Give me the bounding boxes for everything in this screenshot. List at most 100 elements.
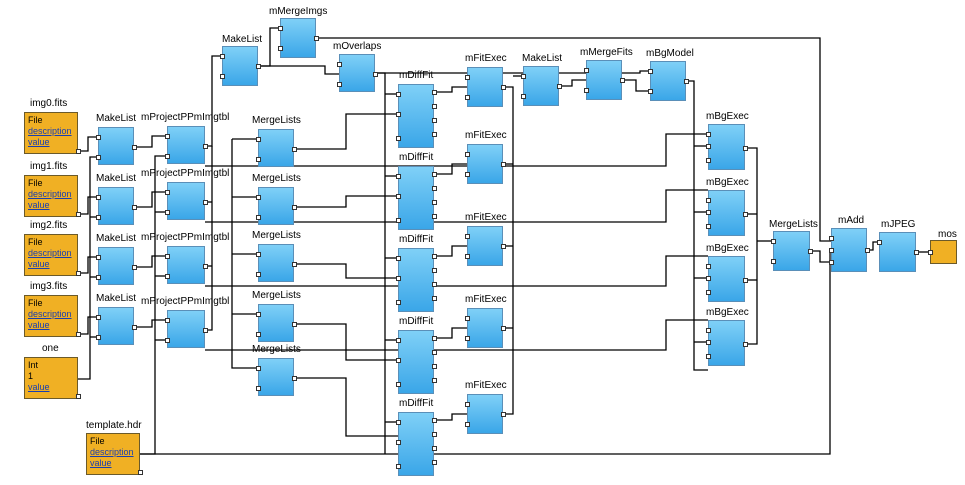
diff-fit-2-out-port[interactable] — [432, 282, 437, 287]
input-template-out-port[interactable] — [138, 470, 143, 475]
input-img3-description[interactable]: description — [28, 309, 72, 319]
diff-fit-3-out-port[interactable] — [432, 336, 437, 341]
make-list-3-out-port[interactable] — [132, 325, 137, 330]
make-list-2-in-port[interactable] — [96, 255, 101, 260]
diff-fit-2[interactable] — [398, 248, 434, 312]
diff-fit-2-out-port[interactable] — [432, 254, 437, 259]
output-mos[interactable] — [930, 240, 957, 264]
diff-fit-1-in-port[interactable] — [396, 194, 401, 199]
make-list-1-in-port[interactable] — [96, 215, 101, 220]
diff-fit-4-in-port[interactable] — [396, 420, 401, 425]
make-list-2-out-port[interactable] — [132, 265, 137, 270]
make-list-top-out-port[interactable] — [256, 64, 261, 69]
merge-lists-3-in-port[interactable] — [256, 312, 261, 317]
diff-fit-3-in-port[interactable] — [396, 358, 401, 363]
fit-exec-3-out-port[interactable] — [501, 326, 506, 331]
merge-lists-0-in-port[interactable] — [256, 137, 261, 142]
make-list-3-in-port[interactable] — [96, 335, 101, 340]
add-in-port[interactable] — [829, 248, 834, 253]
project-2[interactable] — [167, 246, 205, 284]
fit-exec-4-out-port[interactable] — [501, 412, 506, 417]
merge-lists-1-in-port[interactable] — [256, 215, 261, 220]
overlaps[interactable] — [339, 54, 375, 92]
fit-exec-3-in-port[interactable] — [465, 336, 470, 341]
overlaps-in-port[interactable] — [337, 82, 342, 87]
make-list-fits[interactable] — [523, 66, 559, 106]
bg-exec-0-out-port[interactable] — [743, 146, 748, 151]
diff-fit-2-out-port[interactable] — [432, 268, 437, 273]
merge-lists-1-in-port[interactable] — [256, 195, 261, 200]
project-1-out-port[interactable] — [203, 200, 208, 205]
project-0-in-port[interactable] — [165, 134, 170, 139]
merge-lists-final-out-port[interactable] — [808, 249, 813, 254]
merge-lists-0-out-port[interactable] — [292, 147, 297, 152]
jpeg-out-port[interactable] — [914, 250, 919, 255]
bg-exec-2-in-port[interactable] — [706, 264, 711, 269]
project-3-in-port[interactable] — [165, 338, 170, 343]
make-list-2[interactable] — [98, 247, 134, 285]
make-list-1-out-port[interactable] — [132, 205, 137, 210]
project-2-in-port[interactable] — [165, 254, 170, 259]
merge-lists-1[interactable] — [258, 187, 294, 225]
make-list-1[interactable] — [98, 187, 134, 225]
fit-exec-2-out-port[interactable] — [501, 244, 506, 249]
fit-exec-0-out-port[interactable] — [501, 85, 506, 90]
input-img3-out-port[interactable] — [76, 332, 81, 337]
bg-exec-3[interactable] — [708, 320, 745, 366]
merge-lists-4[interactable] — [258, 358, 294, 396]
jpeg[interactable] — [879, 232, 916, 272]
diff-fit-0-out-port[interactable] — [432, 118, 437, 123]
bg-exec-3-in-port[interactable] — [706, 340, 711, 345]
project-0-out-port[interactable] — [203, 144, 208, 149]
merge-fits-in-port[interactable] — [584, 88, 589, 93]
diff-fit-1-in-port[interactable] — [396, 218, 401, 223]
input-img2-out-port[interactable] — [76, 271, 81, 276]
make-list-fits-in-port[interactable] — [521, 94, 526, 99]
bg-exec-1-out-port[interactable] — [743, 212, 748, 217]
fit-exec-0-in-port[interactable] — [465, 75, 470, 80]
merge-lists-2-in-port[interactable] — [256, 272, 261, 277]
make-list-top-in-port[interactable] — [220, 74, 225, 79]
bg-model[interactable] — [650, 61, 686, 101]
make-list-2-in-port[interactable] — [96, 275, 101, 280]
diff-fit-0-in-port[interactable] — [396, 112, 401, 117]
input-img2-value-link[interactable]: value — [28, 259, 50, 269]
make-list-top-in-port[interactable] — [220, 54, 225, 59]
fit-exec-4-in-port[interactable] — [465, 422, 470, 427]
make-list-fits-in-port[interactable] — [521, 74, 526, 79]
bg-exec-2-out-port[interactable] — [743, 278, 748, 283]
fit-exec-4-in-port[interactable] — [465, 402, 470, 407]
fit-exec-4[interactable] — [467, 394, 503, 434]
input-img1-value-link[interactable]: value — [28, 200, 50, 210]
project-3-out-port[interactable] — [203, 328, 208, 333]
fit-exec-0-in-port[interactable] — [465, 95, 470, 100]
fit-exec-2-in-port[interactable] — [465, 234, 470, 239]
bg-exec-2[interactable] — [708, 256, 745, 302]
project-2-in-port[interactable] — [165, 274, 170, 279]
merge-imgs-in-port[interactable] — [278, 26, 283, 31]
diff-fit-4-out-port[interactable] — [432, 418, 437, 423]
input-one-value-link[interactable]: value — [28, 382, 50, 392]
diff-fit-2-in-port[interactable] — [396, 256, 401, 261]
make-list-0-in-port[interactable] — [96, 135, 101, 140]
merge-lists-4-in-port[interactable] — [256, 386, 261, 391]
bg-exec-0-in-port[interactable] — [706, 158, 711, 163]
diff-fit-0-out-port[interactable] — [432, 132, 437, 137]
merge-lists-3[interactable] — [258, 304, 294, 342]
diff-fit-2-out-port[interactable] — [432, 296, 437, 301]
merge-lists-2-out-port[interactable] — [292, 262, 297, 267]
fit-exec-1-in-port[interactable] — [465, 172, 470, 177]
fit-exec-0[interactable] — [467, 67, 503, 107]
project-1-in-port[interactable] — [165, 210, 170, 215]
input-img3-value-link[interactable]: value — [28, 320, 50, 330]
diff-fit-1-in-port[interactable] — [396, 174, 401, 179]
merge-lists-4-out-port[interactable] — [292, 376, 297, 381]
bg-exec-0-in-port[interactable] — [706, 132, 711, 137]
diff-fit-3-in-port[interactable] — [396, 382, 401, 387]
fit-exec-1-out-port[interactable] — [501, 162, 506, 167]
merge-lists-4-in-port[interactable] — [256, 366, 261, 371]
fit-exec-3-in-port[interactable] — [465, 316, 470, 321]
diff-fit-4-out-port[interactable] — [432, 460, 437, 465]
make-list-3[interactable] — [98, 307, 134, 345]
diff-fit-3-out-port[interactable] — [432, 378, 437, 383]
